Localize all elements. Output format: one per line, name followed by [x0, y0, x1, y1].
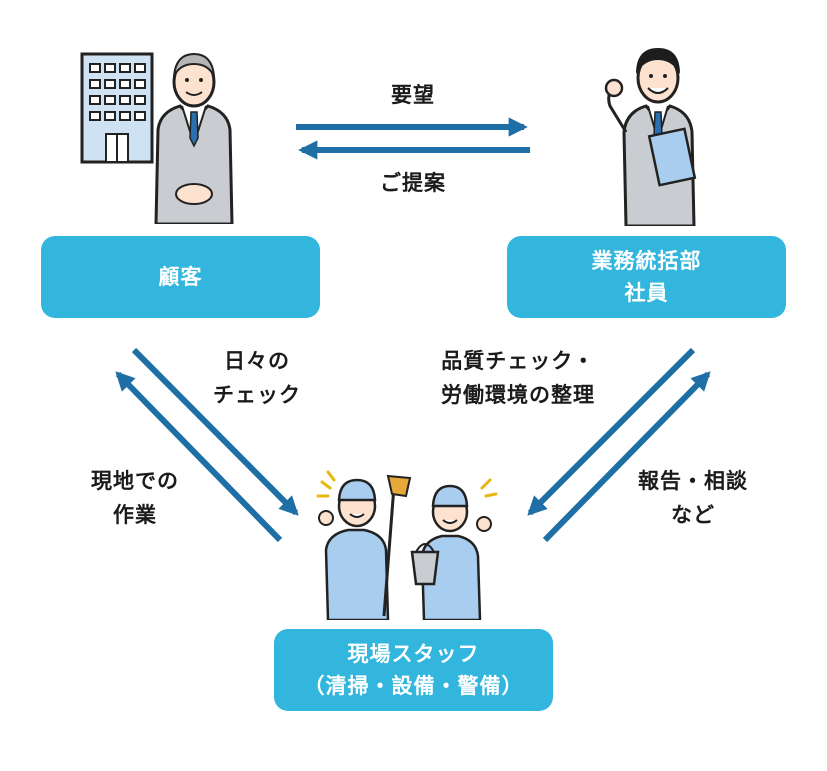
request-label: 要望 [391, 83, 435, 107]
client-label: 顧客 [158, 265, 203, 289]
quality-check-line2: 労働環境の整理 [441, 383, 595, 407]
client-box: 顧客 [41, 236, 320, 318]
office-building-icon [80, 52, 154, 164]
daily-check-arrow [131, 347, 299, 516]
daily-check-label: 日々の チェック [198, 344, 316, 412]
quality-check-line1: 品質チェック・ [441, 349, 595, 373]
staff-person-icon [604, 48, 697, 226]
quality-check-label: 品質チェック・ 労働環境の整理 [418, 344, 618, 412]
field-staff-label-line2: （清掃・設備・警備） [303, 674, 524, 698]
proposal-label: ご提案 [380, 171, 446, 195]
onsite-work-label: 現地での 作業 [70, 464, 200, 532]
onsite-work-arrow [115, 371, 283, 543]
field-staff-label-line1: 現場スタッフ [347, 642, 480, 666]
daily-check-line1: 日々の [224, 349, 290, 373]
report-arrow [542, 371, 711, 543]
report-line1: 報告・相談 [638, 469, 748, 493]
onsite-work-line2: 作業 [113, 503, 157, 527]
report-label: 報告・相談 など [618, 464, 768, 532]
staff-label-line1: 業務統括部 [591, 249, 702, 273]
staff-box: 業務統括部 社員 [507, 236, 786, 318]
onsite-work-line1: 現地での [91, 469, 179, 493]
staff-label-line2: 社員 [624, 281, 669, 305]
field-staff-box: 現場スタッフ （清掃・設備・警備） [274, 629, 553, 711]
report-line2: など [671, 503, 715, 527]
client-person-icon [154, 52, 234, 224]
quality-check-arrow [527, 347, 696, 516]
daily-check-line2: チェック [213, 383, 301, 407]
field-workers-icon [316, 470, 498, 620]
